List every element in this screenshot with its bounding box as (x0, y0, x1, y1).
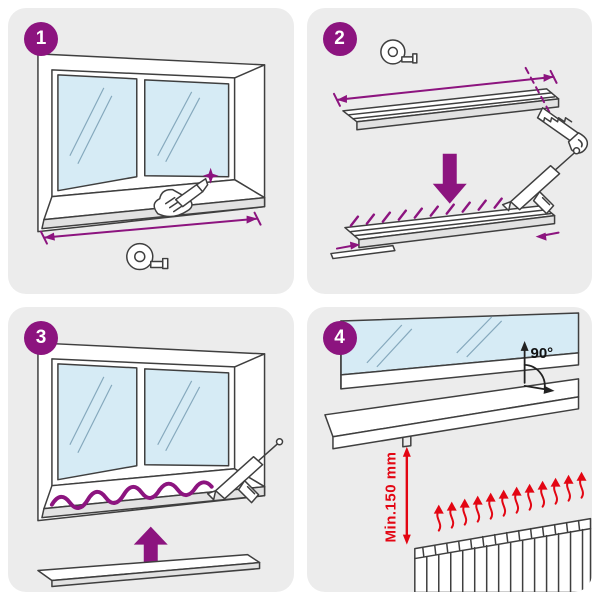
step-1-illustration (37, 53, 266, 271)
window-icon (37, 53, 266, 233)
width-dimension-arrow-icon (39, 211, 262, 245)
sill-board-icon (343, 204, 555, 249)
adhesive-hatch-icon (349, 197, 503, 227)
length-dimension-arrow-icon (332, 69, 558, 107)
adhesive-bead-icon (49, 479, 214, 510)
step-1-badge: 1 (24, 22, 58, 56)
caulking-gun-icon (501, 147, 580, 215)
insert-arrows-icon (335, 231, 560, 250)
step-4-illustration (323, 311, 591, 592)
hand-saw-icon (536, 107, 588, 154)
up-arrow-icon (133, 526, 168, 565)
hand-with-glue-pen-icon (153, 167, 219, 218)
step-2-badge: 2 (322, 22, 357, 56)
heat-arrows-icon (432, 470, 588, 532)
min-distance-arrow-icon (402, 446, 411, 545)
step-2-illustration (329, 39, 588, 260)
cut-line-icon (524, 66, 555, 121)
down-arrow-icon (432, 153, 467, 204)
tape-measure-icon (379, 39, 418, 65)
step-3-badge: 3 (24, 320, 58, 355)
sill-board-icon (37, 553, 261, 587)
angle-label: 90° (530, 344, 554, 362)
radiator-icon (413, 517, 591, 592)
sill-board-icon (341, 88, 559, 131)
panel-step-4: 4 90° Min.150 mm (306, 306, 592, 592)
step-4-badge: 4 (322, 320, 357, 355)
trim-strip-icon (329, 244, 396, 260)
step-3-illustration (37, 341, 284, 587)
panel-step-1: 1 (8, 8, 294, 294)
caulking-gun-icon (206, 437, 284, 503)
installed-sill-icon (323, 377, 579, 450)
min-distance-label: Min.150 mm (382, 451, 399, 542)
tape-measure-icon (126, 242, 169, 271)
panel-step-2: 2 (306, 8, 592, 294)
panel-step-3: 3 (8, 306, 294, 592)
window-icon (37, 341, 266, 521)
angle-annotation-icon (520, 340, 555, 394)
